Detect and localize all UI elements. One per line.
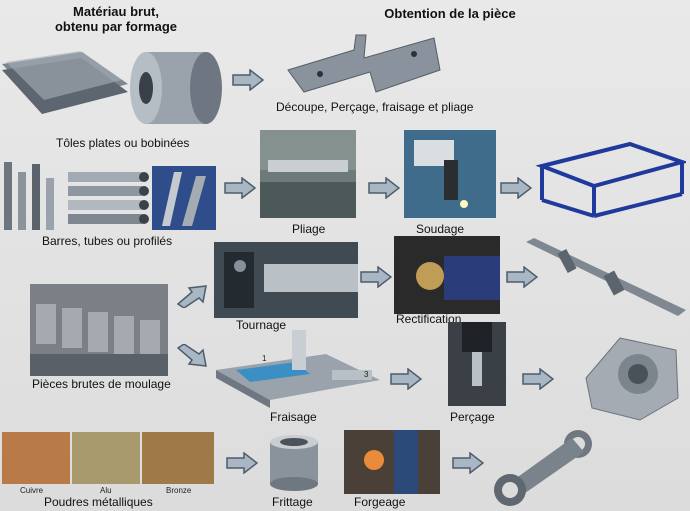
label-poudres: Poudres métalliques: [44, 495, 153, 509]
arrow-drilling-to-housing: [522, 368, 554, 390]
bent-part-image: [284, 30, 444, 100]
arrow-milling-to-drilling: [390, 368, 422, 390]
tubes-image: [68, 166, 152, 230]
arrow-powders-to-sintering: [226, 452, 258, 474]
shaft-image: [522, 234, 690, 320]
arrow-casting-to-turning: [176, 284, 208, 308]
label-soudage: Soudage: [416, 222, 465, 236]
header-raw-material: Matériau brut, obtenu par formage: [46, 4, 186, 34]
header-raw-line2: obtenu par formage: [54, 19, 178, 34]
arrow-welding-to-frame: [500, 177, 532, 199]
label-forgeage: Forgeage: [354, 495, 406, 509]
profiles-image: [152, 166, 216, 230]
label-alu: Alu: [100, 486, 112, 495]
sheet-metal-image: [2, 44, 128, 122]
alu-powder-image: [72, 432, 140, 484]
milling-callout-1: 1: [262, 354, 267, 363]
label-moulage: Pièces brutes de moulage: [32, 377, 171, 391]
label-pliage: Pliage: [292, 222, 326, 236]
arrow-sheets-to-bent: [232, 69, 264, 91]
arrow-bars-to-bending: [224, 177, 256, 199]
label-bronze: Bronze: [166, 486, 192, 495]
bronze-powder-image: [142, 432, 214, 484]
label-rectification: Rectification: [396, 312, 462, 326]
header-raw-line1: Matériau brut,: [73, 4, 159, 19]
arrow-bending-to-welding: [368, 177, 400, 199]
grinding-image: [394, 236, 500, 314]
milling-callout-3: 3: [364, 370, 369, 379]
arrow-casting-to-milling: [176, 344, 208, 368]
arrow-forging-to-rod: [452, 452, 484, 474]
casting-parts-image: [30, 284, 168, 376]
frame-cart-image: [534, 138, 686, 220]
label-decoupe: Découpe, Perçage, fraisage et pliage: [276, 100, 474, 114]
housing-image: [580, 332, 684, 424]
label-tournage: Tournage: [236, 318, 287, 332]
milling-image: [216, 330, 380, 408]
bars-image: [0, 158, 68, 232]
welding-image: [404, 130, 496, 218]
copper-powder-image: [2, 432, 70, 484]
sintered-ring-image: [266, 434, 322, 492]
arrow-turning-to-grinding: [360, 266, 392, 288]
label-frittage: Frittage: [272, 495, 313, 509]
forging-image: [344, 430, 440, 494]
label-toles: Tôles plates ou bobinées: [56, 136, 190, 150]
label-barres: Barres, tubes ou profilés: [42, 234, 173, 248]
drilling-image: [448, 322, 506, 406]
arrow-grinding-to-shaft: [506, 266, 538, 288]
label-cuivre: Cuivre: [20, 486, 44, 495]
coil-image: [128, 46, 224, 130]
connecting-rod-image: [488, 428, 600, 508]
label-fraisage: Fraisage: [270, 410, 317, 424]
bending-image: [260, 130, 356, 218]
header-obtention: Obtention de la pièce: [384, 6, 516, 21]
turning-image: [214, 242, 358, 318]
label-percage: Perçage: [450, 410, 495, 424]
